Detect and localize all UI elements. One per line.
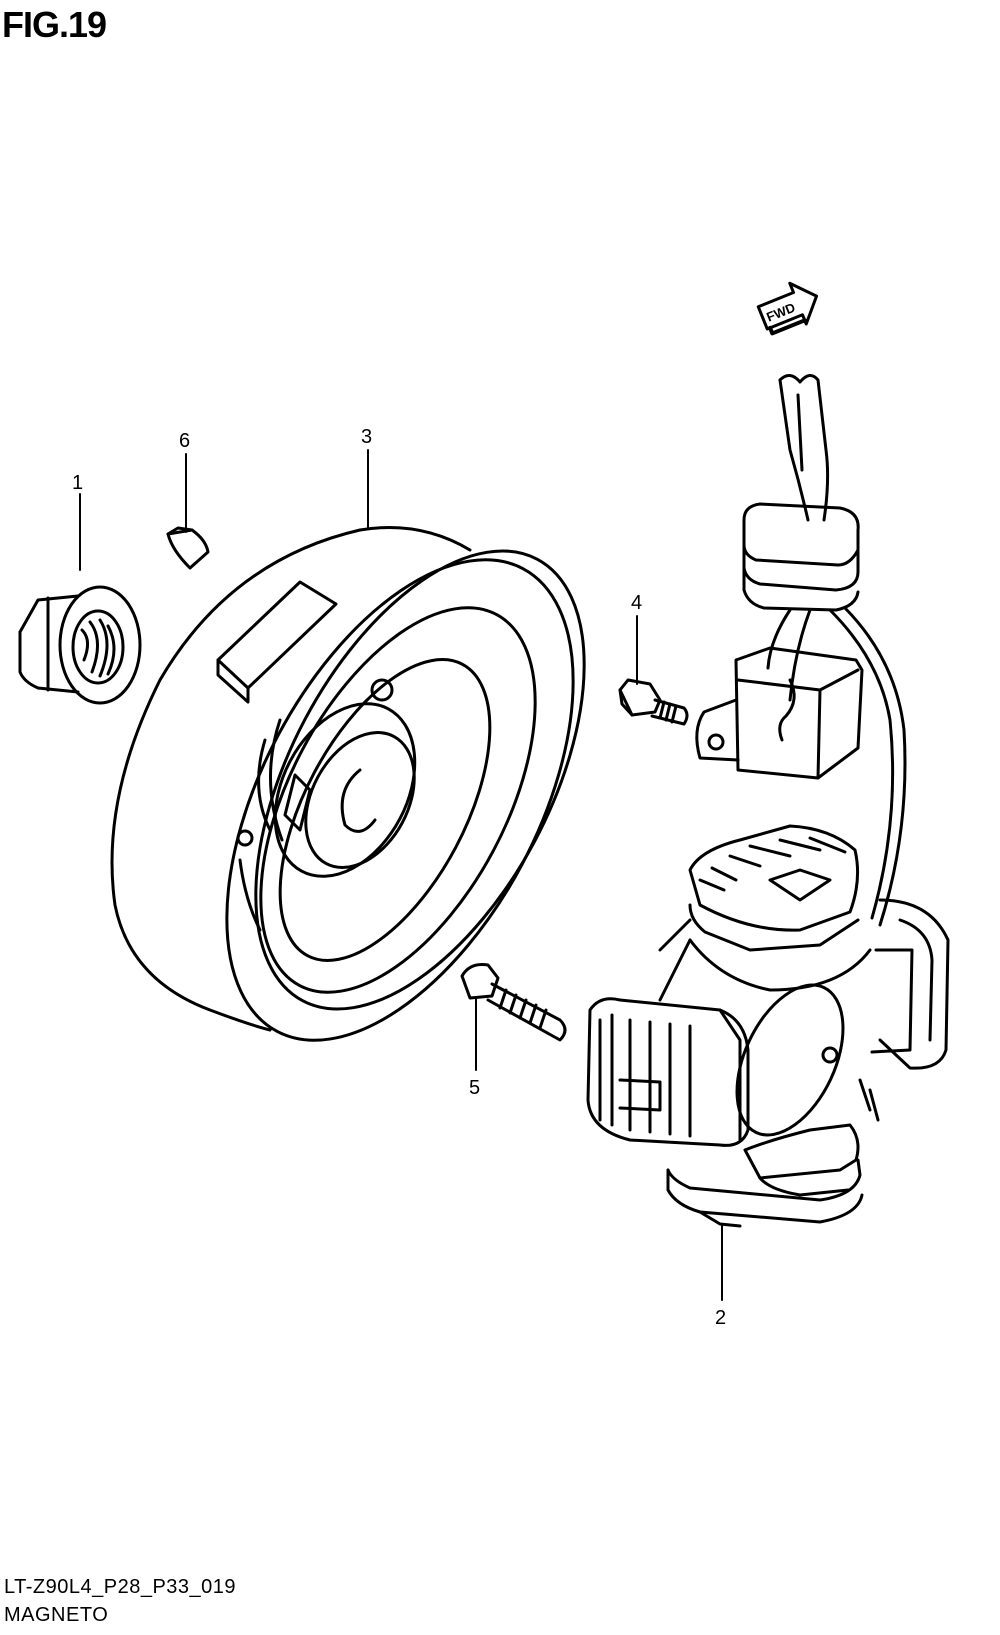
part-6-woodruff-key <box>166 526 210 570</box>
diagram-code: LT-Z90L4_P28_P33_019 <box>4 1576 237 1598</box>
callout-leaders <box>79 449 723 1301</box>
callout-1: 1 <box>72 472 83 494</box>
callout-6: 6 <box>179 430 190 452</box>
diagram-name: MAGNETO <box>4 1604 109 1626</box>
fwd-arrow-icon: FWD <box>756 281 819 336</box>
figure-title: FIG.19 <box>2 4 107 45</box>
part-5-bolt <box>460 963 567 1042</box>
callout-5: 5 <box>469 1077 480 1099</box>
callout-2: 2 <box>715 1307 726 1329</box>
callout-4: 4 <box>631 592 642 614</box>
part-2-stator-assembly <box>586 374 950 1228</box>
part-4-bolt <box>618 678 689 726</box>
part-1-nut <box>18 585 142 705</box>
callout-3: 3 <box>361 426 372 448</box>
part-3-flywheel-rotor <box>110 526 586 1042</box>
